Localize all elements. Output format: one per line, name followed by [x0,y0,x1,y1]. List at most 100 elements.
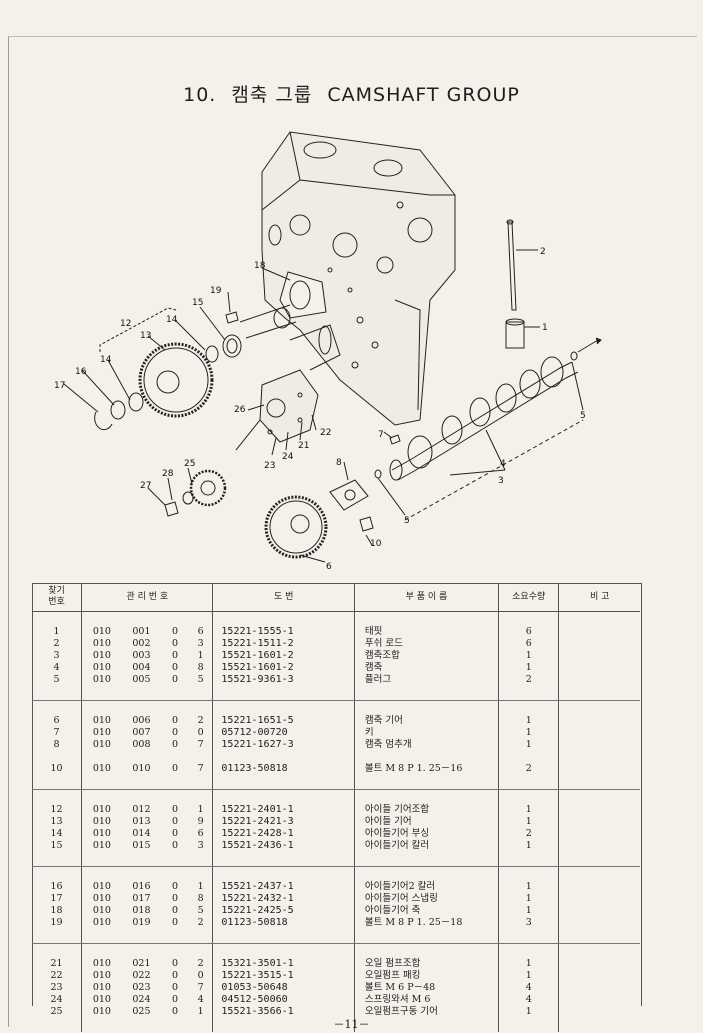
row-part-number: 15221-2401-1 [212,804,355,816]
row-no: 8 [32,739,83,751]
row-mgmt-3: 0 [171,994,179,1005]
row-no: 23 [32,982,83,994]
callout-8: 8 [336,458,342,468]
row-part-name: 키 [354,727,500,739]
row-qty: 1 [498,1006,560,1018]
page-border [8,36,697,1027]
row-mgmt-4: 5 [188,674,214,686]
row-mgmt-1: 010 [92,662,111,673]
row-part-name: 캠축 기어 [354,715,500,727]
row-mgmt-2: 024 [132,994,151,1005]
row-no: 1 [32,626,83,638]
row-mgmt-1: 010 [92,881,111,892]
row-part-name: 캠축 [354,662,500,674]
row-remarks [559,917,640,929]
row-qty: 1 [498,650,560,662]
row-part-name [354,751,500,763]
callout-21: 21 [298,441,309,451]
row-part-name: 오일펌프구동 기어 [354,1006,500,1018]
row-remarks [559,893,640,905]
header-mgmt: 관 리 번 호 [81,583,214,612]
row-qty: 1 [498,893,560,905]
row-remarks [559,674,640,686]
row-remarks [559,638,640,650]
row-mgmt-2: 016 [132,881,151,892]
callout-19: 19 [210,286,222,296]
page-number: －11－ [333,1018,370,1031]
row-remarks [559,982,640,994]
row-mgmt-1: 010 [92,828,111,839]
row-remarks [559,715,640,727]
row-mgmt-4: 7 [188,739,214,751]
row-mgmt-1: 010 [92,763,111,774]
row-qty: 1 [498,727,560,739]
row-remarks [559,727,640,739]
row-part-number: 15221-1511-2 [212,638,355,650]
row-mgmt-2: 001 [132,626,151,637]
row-part-name: 아이들기어 부싱 [354,828,500,840]
row-part-number: 05712-00720 [212,727,355,739]
row-no: 16 [32,881,83,893]
row-part-number: 15221-2421-3 [212,816,355,828]
page-title: 10. 캠축 그룹 CAMSHAFT GROUP [0,80,703,107]
row-mgmt-1: 010 [92,970,111,981]
row-mgmt-4: 0 [188,970,214,982]
row-mgmt-4: 7 [188,763,214,775]
row-part-number: 04512-50060 [212,994,355,1006]
header-remarks: 비 고 [558,583,640,612]
row-mgmt-4: 8 [188,893,214,905]
row-mgmt-4: 1 [188,804,214,816]
row-mgmt-3: 0 [171,905,179,916]
row-mgmt-1: 010 [92,715,111,726]
row-no: 2 [32,638,83,650]
callout-27: 27 [140,481,151,491]
row-part-name: 아이들 기어조합 [354,804,500,816]
row-qty: 1 [498,739,560,751]
row-mgmt-1: 010 [92,816,111,827]
row-part-name: 캠축조합 [354,650,500,662]
row-remarks [559,626,640,638]
callout-3: 3 [498,476,504,486]
row-remarks [559,958,640,970]
row-part-number: 15521-1601-2 [212,650,355,662]
row-mgmt-3: 0 [171,881,179,892]
idle-gear [138,342,214,418]
row-remarks [559,905,640,917]
row-mgmt-4: 9 [188,816,214,828]
row-mgmt-4: 2 [188,917,214,929]
row-mgmt-3 [161,751,189,763]
callout-1: 1 [542,323,548,333]
row-mgmt-2: 017 [132,893,151,904]
row-part-name: 오일 펌프조합 [354,958,500,970]
row-mgmt-3: 0 [171,638,179,649]
row-qty: 1 [498,662,560,674]
callout-5a: 5 [580,411,586,421]
row-qty: 2 [498,674,560,686]
row-qty: 2 [498,828,560,840]
row-mgmt-1 [82,751,122,763]
row-mgmt-2: 022 [132,970,151,981]
camshaft-gear [264,495,328,559]
row-part-number: 15221-3515-1 [212,970,355,982]
row-remarks [559,751,640,763]
row-part-number: 01123-50818 [212,763,355,775]
row-mgmt-1: 010 [92,626,111,637]
row-mgmt-2: 015 [132,840,151,851]
row-mgmt-4: 2 [188,715,214,727]
row-qty: 4 [498,994,560,1006]
row-mgmt-4: 0 [188,727,214,739]
row-mgmt-2: 018 [132,905,151,916]
row-part-name: 오일펌프 패킹 [354,970,500,982]
washer-28 [182,491,194,505]
callout-12: 12 [120,319,131,329]
title-korean: 캠축 그룹 [231,84,313,106]
row-mgmt-1: 010 [92,674,111,685]
bushing-14 [205,345,219,363]
row-remarks [559,763,640,775]
